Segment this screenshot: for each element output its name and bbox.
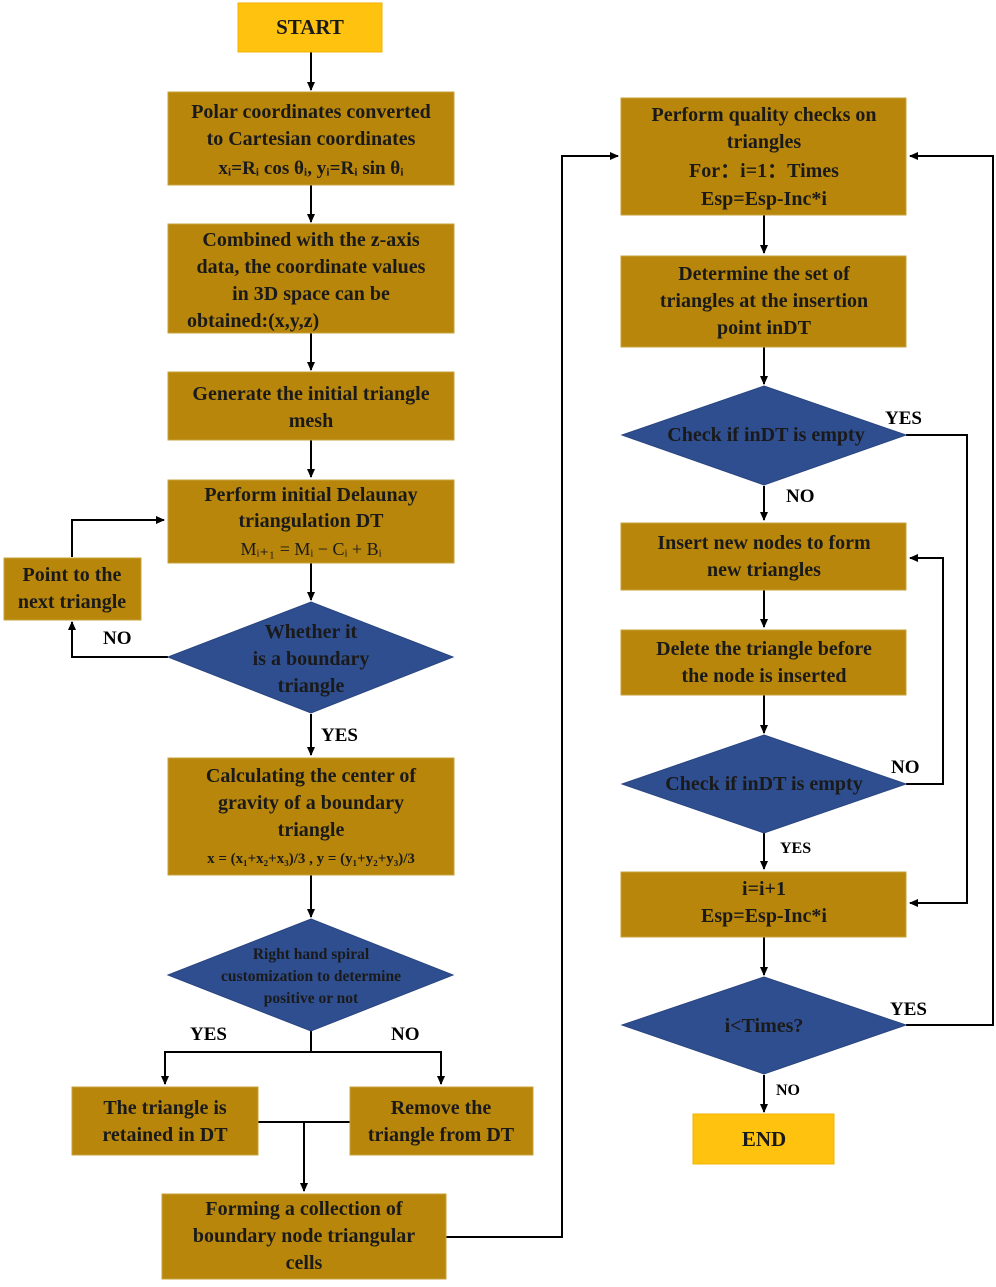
node-start: START <box>237 2 383 53</box>
quality-line3: For：i=1：Times <box>689 160 839 182</box>
delaunay-line2: triangulation DT <box>238 510 384 532</box>
node-increment: i=i+1 Esp=Esp-Inc*i <box>620 871 907 938</box>
node-polar: Polar coordinates converted to Cartesian… <box>167 91 455 186</box>
increment-line1: i=i+1 <box>742 878 786 900</box>
node-center-gravity: Calculating the center of gravity of a b… <box>167 757 455 876</box>
node-times-decision: i<Times? <box>620 976 908 1075</box>
delaunay-formula: Mᵢ₊₁ = Mᵢ − Cᵢ + Bᵢ <box>240 539 381 559</box>
insert-line2: new triangles <box>707 559 821 581</box>
end-label: END <box>742 1127 786 1151</box>
determine-line2: triangles at the insertion <box>660 290 868 312</box>
edge-decision-no-point <box>68 621 168 658</box>
connectors-left <box>68 52 619 1238</box>
retained-line2: retained in DT <box>102 1124 228 1146</box>
node-remove: Remove the triangle from DT <box>349 1086 534 1156</box>
node-quality: Perform quality checks on triangles For：… <box>620 97 907 216</box>
delaunay-line1: Perform initial Delaunay <box>204 484 417 506</box>
delete-line2: the node is inserted <box>682 665 847 687</box>
generate-line1: Generate the initial triangle <box>192 383 429 405</box>
edge-labels: NO YES YES NO YES NO NO YES YES NO <box>103 408 927 1099</box>
node-check-empty-1: Check if inDT is empty <box>620 385 908 486</box>
label-check2-no: NO <box>891 757 920 778</box>
label-boundary-no: NO <box>103 628 132 649</box>
node-forming: Forming a collection of boundary node tr… <box>161 1193 447 1280</box>
spiral-line1: Right hand spiral <box>253 946 370 963</box>
insert-line1: Insert new nodes to form <box>657 532 871 554</box>
label-check2-yes: YES <box>780 840 811 857</box>
retained-line1: The triangle is <box>103 1097 227 1119</box>
times-label: i<Times? <box>725 1015 804 1037</box>
spiral-line2: customization to determine <box>221 968 401 985</box>
point-next-line2: next triangle <box>18 591 126 613</box>
determine-line3: point inDT <box>717 317 812 339</box>
forming-line3: cells <box>286 1252 323 1274</box>
quality-line4: Esp=Esp-Inc*i <box>701 188 827 210</box>
node-check-empty-2: Check if inDT is empty <box>620 734 908 834</box>
node-determine-set: Determine the set of triangles at the in… <box>620 255 907 348</box>
forming-line2: boundary node triangular <box>193 1225 415 1247</box>
determine-line1: Determine the set of <box>678 263 850 285</box>
check1-label: Check if inDT is empty <box>667 424 864 446</box>
edge-check1-yes-increment <box>906 434 968 907</box>
quality-line1: Perform quality checks on <box>652 104 877 126</box>
remove-line1: Remove the <box>391 1097 492 1119</box>
center-formula: x = (x₁+x₂+x₃)/3 , y = (y₁+y₂+y₃)/3 <box>207 851 415 867</box>
connectors-right <box>760 152 994 1113</box>
edge-point-delaunay <box>71 516 165 557</box>
node-spiral-decision: Right hand spiral customization to deter… <box>166 918 455 1032</box>
node-delete-triangle: Delete the triangle before the node is i… <box>620 629 907 696</box>
generate-line2: mesh <box>289 410 333 432</box>
node-boundary-decision: Whether it is a boundary triangle <box>166 601 455 714</box>
combined-line3: in 3D space can be <box>232 283 390 305</box>
boundary-line3: triangle <box>278 675 345 697</box>
delete-line1: Delete the triangle before <box>656 638 872 660</box>
edge-spiral-no-remove <box>311 1051 445 1085</box>
node-end: END <box>692 1113 835 1165</box>
combined-line4: obtained:(x,y,z) <box>187 310 319 332</box>
quality-line2: triangles <box>727 131 802 153</box>
start-label: START <box>276 15 344 39</box>
polar-formula: xᵢ=Rᵢ cos θᵢ, yᵢ=Rᵢ sin θᵢ <box>218 158 404 179</box>
forming-line1: Forming a collection of <box>205 1198 403 1220</box>
label-spiral-no: NO <box>391 1024 420 1045</box>
label-boundary-yes: YES <box>321 725 358 746</box>
label-spiral-yes: YES <box>190 1024 227 1045</box>
node-combined: Combined with the z-axis data, the coord… <box>167 223 455 334</box>
center-line2: gravity of a boundary <box>218 792 404 814</box>
remove-line2: triangle from DT <box>368 1124 515 1146</box>
node-generate: Generate the initial triangle mesh <box>167 371 455 441</box>
point-next-line1: Point to the <box>23 564 122 586</box>
edge-check2-no-insert <box>906 554 944 785</box>
center-line3: triangle <box>278 819 345 841</box>
boundary-line1: Whether it <box>265 621 358 643</box>
node-delaunay: Perform initial Delaunay triangulation D… <box>167 479 455 564</box>
center-line1: Calculating the center of <box>206 765 416 787</box>
label-check1-no: NO <box>786 486 815 507</box>
combined-line1: Combined with the z-axis <box>202 229 419 251</box>
polar-line2: to Cartesian coordinates <box>207 128 416 150</box>
node-retained: The triangle is retained in DT <box>71 1086 259 1156</box>
edge-times-yes-quality <box>906 152 994 1026</box>
edge-forming-quality <box>446 152 619 1238</box>
combined-line2: data, the coordinate values <box>197 256 426 278</box>
increment-line2: Esp=Esp-Inc*i <box>701 905 827 927</box>
edge-spiral-yes-retained <box>161 1051 311 1085</box>
polar-line1: Polar coordinates converted <box>191 101 431 123</box>
check2-label: Check if inDT is empty <box>665 773 862 795</box>
spiral-line3: positive or not <box>264 990 359 1007</box>
label-times-no: NO <box>776 1082 800 1099</box>
node-point-next: Point to the next triangle <box>3 557 142 621</box>
node-insert-nodes: Insert new nodes to form new triangles <box>620 522 907 591</box>
boundary-line2: is a boundary <box>253 648 370 670</box>
label-times-yes: YES <box>890 999 927 1020</box>
label-check1-yes: YES <box>885 408 922 429</box>
